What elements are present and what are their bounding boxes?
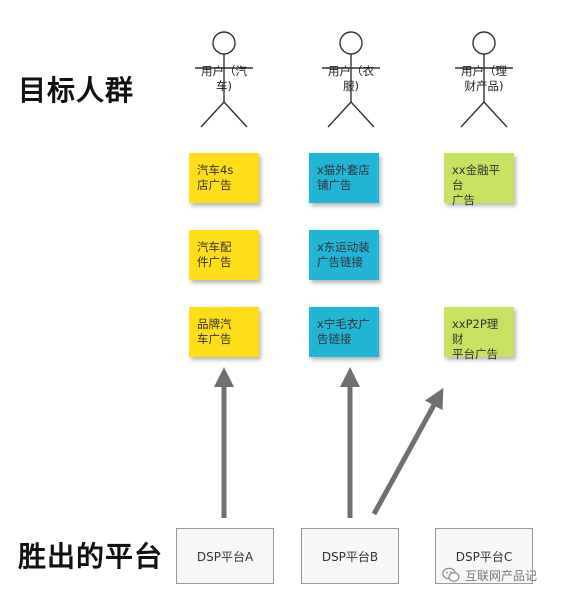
target-audience-label: 目标人群	[18, 74, 135, 107]
ad-note-sweater: x宁毛衣广 告链接	[309, 307, 379, 357]
user-actor-clothing	[322, 31, 380, 128]
ad-note-sportswear: x东运动装 广告链接	[309, 230, 379, 280]
watermark-text: 互联网产品记	[465, 568, 538, 583]
ad-note-car-4s: 汽车4s 店广告	[189, 153, 259, 203]
ad-note-car-parts: 汽车配 件广告	[189, 230, 259, 280]
winning-platform-label: 胜出的平台	[18, 540, 164, 573]
ad-note-coat-store: x猫外套店 铺广告	[309, 153, 379, 203]
wechat-icon	[442, 567, 460, 582]
platform-b-box: DSP平台B	[301, 528, 399, 584]
arrow-platform-b-to-finance-ads	[371, 387, 444, 516]
ad-note-p2p-finance: xxP2P理财 平台广告	[444, 307, 514, 361]
actor-label-finance: 用户（理 财产品)	[461, 64, 507, 93]
ad-note-finance-platform: xx金融平台 广告	[444, 153, 514, 207]
user-actor-finance	[455, 31, 513, 128]
actor-label-car: 用户（汽 车)	[201, 64, 247, 93]
platform-a-box: DSP平台A	[176, 528, 274, 584]
watermark: 互联网产品记	[442, 564, 537, 586]
user-actor-car	[195, 31, 253, 128]
actor-label-clothing: 用户（衣 服)	[328, 64, 374, 93]
ad-note-car-brand: 品牌汽 车广告	[189, 307, 259, 357]
